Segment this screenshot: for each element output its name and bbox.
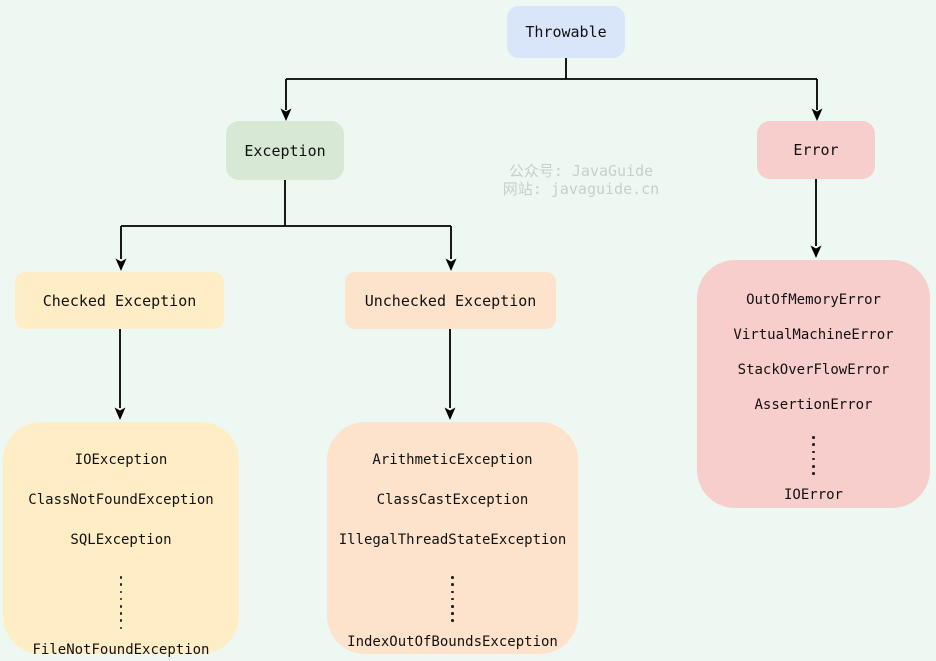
watermark-line1: 公众号: JavaGuide [508, 162, 654, 180]
node-throwable-label: Throwable [525, 23, 607, 41]
arrow-to-unchecked [445, 258, 457, 271]
error-list: OutOfMemoryError VirtualMachineError Sta… [697, 260, 930, 508]
ellipsis-dots [119, 574, 123, 632]
node-error-label: Error [793, 141, 839, 159]
node-unchecked-exception: Unchecked Exception [345, 272, 556, 329]
node-checked-exception: Checked Exception [15, 272, 224, 329]
ellipsis-dots [451, 574, 454, 624]
error-class: IOError [783, 487, 843, 504]
exception-class: ClassCastException [376, 492, 529, 508]
ellipsis-dots [812, 434, 815, 477]
exception-class: ClassNotFoundException [28, 492, 214, 508]
node-checked-exception-label: Checked Exception [42, 291, 197, 310]
unchecked-exception-list: ArithmeticException ClassCastException I… [327, 422, 578, 654]
node-error: Error [757, 121, 875, 179]
node-exception-label: Exception [244, 141, 326, 160]
node-exception: Exception [226, 121, 344, 180]
node-unchecked-exception-label: Unchecked Exception [364, 291, 537, 310]
exception-class: IndexOutOfBoundsException [347, 634, 558, 651]
exception-class: FileNotFoundException [32, 641, 210, 658]
checked-exception-list: IOException ClassNotFoundException SQLEx… [3, 422, 239, 658]
exception-class: SQLException [70, 532, 172, 548]
arrow-error-to-list [810, 245, 822, 258]
watermark-line2: 网站: javaguide.cn [502, 180, 660, 198]
arrow-to-checked [115, 258, 127, 271]
arrow-unchecked-to-list [444, 407, 456, 420]
error-class: OutOfMemoryError [746, 292, 881, 308]
error-class: StackOverFlowError [737, 362, 890, 378]
exception-class: IOException [74, 452, 168, 468]
exception-class: IllegalThreadStateException [338, 532, 567, 548]
arrow-to-error [811, 108, 823, 121]
exception-class: ArithmeticException [372, 452, 533, 468]
node-throwable: Throwable [507, 6, 625, 58]
error-class: VirtualMachineError [733, 327, 894, 343]
arrow-to-exception [280, 108, 292, 121]
error-class: AssertionError [754, 397, 873, 413]
arrow-checked-to-list [114, 407, 126, 420]
watermark: 公众号: JavaGuide 网站: javaguide.cn [461, 162, 701, 198]
